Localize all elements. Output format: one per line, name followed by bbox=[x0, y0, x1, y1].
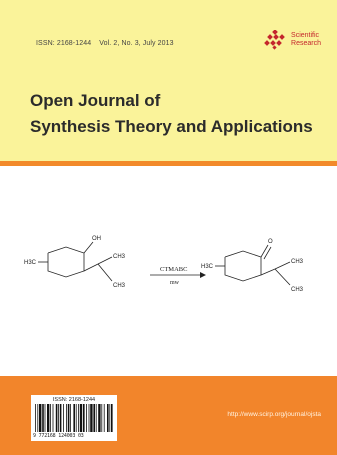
journal-title-line-1: Open Journal of bbox=[30, 91, 161, 110]
barcode-bars bbox=[35, 404, 113, 432]
reactant-ch3-top-label: CH3 bbox=[113, 254, 126, 260]
publisher-line-1: Scientific bbox=[291, 32, 320, 39]
product-o-label: O bbox=[268, 239, 273, 245]
product-ring bbox=[224, 250, 262, 282]
diamond-cluster-icon bbox=[264, 30, 285, 50]
reagent-label: CTMABC bbox=[160, 266, 187, 273]
barcode-issn: ISSN: 2168-1244 bbox=[52, 397, 96, 403]
publisher-name: Scientific Research bbox=[291, 32, 321, 48]
issn-text: ISSN: 2168-1244 bbox=[36, 40, 92, 47]
header-band bbox=[0, 0, 337, 161]
barcode: ISSN: 2168-1244 9 772168 124003 03 bbox=[31, 395, 117, 441]
product-ch3-top-label: CH3 bbox=[291, 259, 304, 265]
accent-rule bbox=[0, 161, 337, 166]
journal-title: Open Journal of Synthesis Theory and App… bbox=[30, 88, 313, 140]
journal-title-line-2: Synthesis Theory and Applications bbox=[30, 117, 313, 136]
arrow-head bbox=[200, 272, 206, 278]
product-ch3-bottom-label: CH3 bbox=[291, 287, 304, 293]
publisher-logo: Scientific Research bbox=[264, 30, 321, 50]
publisher-line-2: Research bbox=[291, 40, 321, 47]
reactant-ch3-bottom-label: CH3 bbox=[113, 283, 126, 289]
reactant-oh-label: OH bbox=[92, 236, 101, 242]
volume-text: Vol. 2, No. 3, July 2013 bbox=[99, 40, 174, 47]
journal-url[interactable]: http://www.scirp.org/journal/ojsta bbox=[227, 411, 321, 418]
product-h3c-label: H3C bbox=[201, 264, 214, 270]
reaction-scheme: OH CH3 CH3 H3C CTMABC mw O H3C CH3 CH3 bbox=[24, 236, 304, 293]
condition-label: mw bbox=[170, 280, 180, 286]
issue-info: ISSN: 2168-1244 Vol. 2, No. 3, July 2013 bbox=[36, 40, 180, 47]
reactant-ring bbox=[47, 246, 85, 278]
barcode-digits: 9 772168 124003 03 bbox=[33, 433, 84, 439]
reactant-h3c-label: H3C bbox=[24, 260, 37, 266]
